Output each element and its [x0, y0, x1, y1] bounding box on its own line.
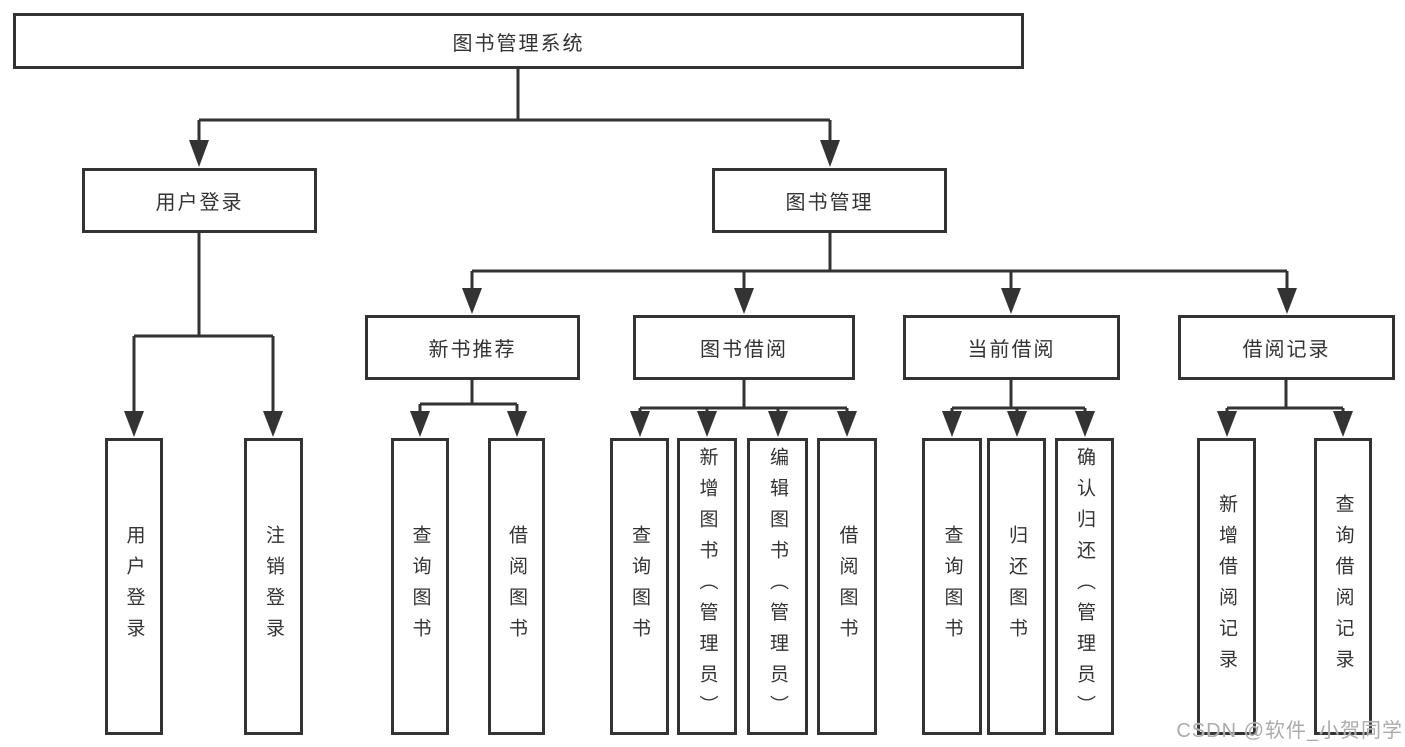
- node-user-login: 用户登录: [82, 168, 317, 233]
- leaf-borrow-books-newbook-label: 借阅图书: [506, 524, 527, 649]
- node-new-book-recommend: 新书推荐: [365, 315, 580, 380]
- node-current-borrow: 当前借阅: [903, 315, 1120, 380]
- node-book-borrow-label: 图书借阅: [700, 339, 788, 361]
- leaf-confirm-return-admin-label: 确认归还（管理员）: [1074, 447, 1095, 726]
- leaf-user-login-label: 用户登录: [123, 524, 145, 649]
- leaf-query-books-current: 查询图书: [922, 438, 982, 735]
- node-library-system-label: 图书管理系统: [452, 32, 585, 55]
- node-book-management: 图书管理: [712, 168, 947, 233]
- leaf-confirm-return-admin: 确认归还（管理员）: [1055, 438, 1114, 735]
- node-user-login-label: 用户登录: [155, 192, 244, 214]
- leaf-edit-book-admin: 编辑图书（管理员）: [747, 438, 808, 735]
- node-borrow-records: 借阅记录: [1178, 315, 1395, 380]
- leaf-query-books-newbook: 查询图书: [391, 438, 449, 735]
- leaf-query-borrow-record-label: 查询借阅记录: [1332, 493, 1354, 680]
- leaf-query-books-newbook-label: 查询图书: [409, 524, 431, 649]
- leaf-logout-label: 注销登录: [263, 524, 284, 649]
- leaf-edit-book-admin-label: 编辑图书（管理员）: [767, 447, 788, 726]
- csdn-watermark: CSDN @软件_小贺同学: [1176, 720, 1403, 742]
- leaf-add-borrow-record: 新增借阅记录: [1197, 438, 1256, 735]
- leaf-return-book: 归还图书: [987, 438, 1046, 735]
- leaf-query-books-borrow: 查询图书: [610, 438, 669, 735]
- leaf-logout: 注销登录: [244, 438, 303, 735]
- leaf-query-books-borrow-label: 查询图书: [629, 524, 650, 649]
- leaf-query-books-current-label: 查询图书: [941, 524, 963, 649]
- node-borrow-records-label: 借阅记录: [1242, 339, 1331, 361]
- node-book-management-label: 图书管理: [785, 192, 874, 214]
- node-book-borrow: 图书借阅: [633, 315, 855, 380]
- leaf-borrow-books-label: 借阅图书: [836, 524, 858, 649]
- leaf-add-borrow-record-label: 新增借阅记录: [1216, 493, 1237, 680]
- node-new-book-recommend-label: 新书推荐: [428, 339, 517, 361]
- node-current-borrow-label: 当前借阅: [967, 339, 1056, 361]
- leaf-borrow-books: 借阅图书: [817, 438, 877, 735]
- leaf-user-login: 用户登录: [105, 438, 163, 735]
- leaf-return-book-label: 归还图书: [1006, 524, 1027, 649]
- leaf-borrow-books-newbook: 借阅图书: [488, 438, 545, 735]
- leaf-add-book-admin-label: 新增图书（管理员）: [696, 447, 718, 726]
- leaf-add-book-admin: 新增图书（管理员）: [677, 438, 737, 735]
- node-library-system: 图书管理系统: [13, 13, 1024, 69]
- leaf-query-borrow-record: 查询借阅记录: [1314, 438, 1372, 735]
